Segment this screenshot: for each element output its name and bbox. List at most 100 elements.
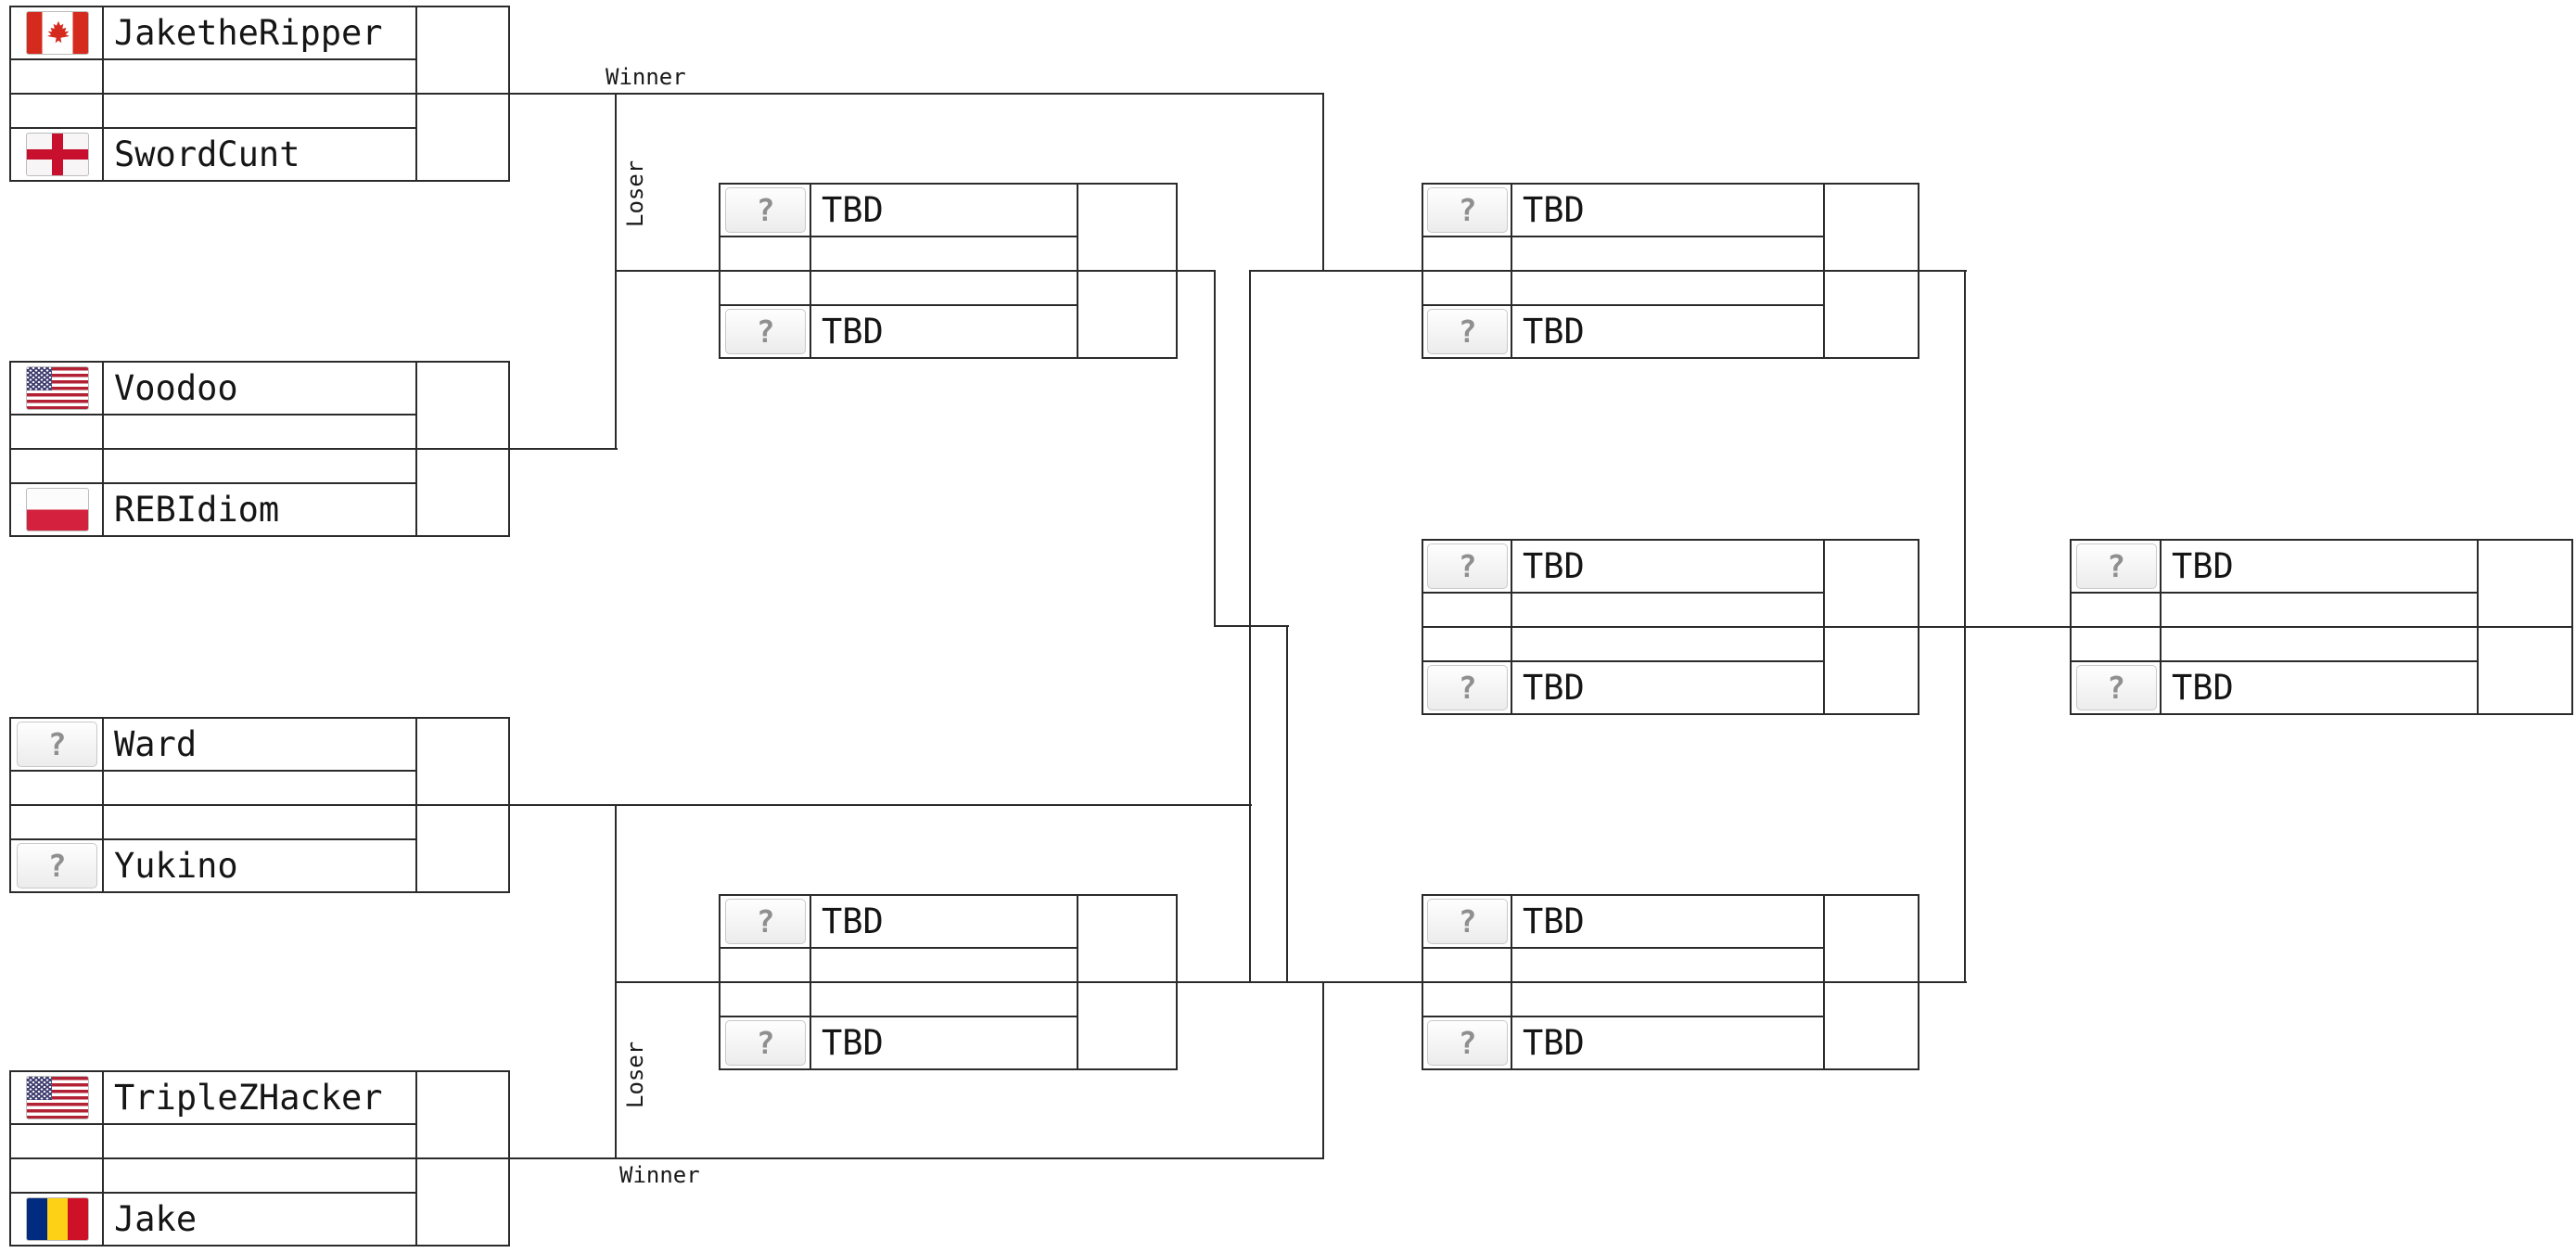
player-name: TBD bbox=[2172, 546, 2234, 586]
match-round1-match1[interactable]: JaketheRipper SwordCunt bbox=[9, 6, 510, 182]
player-name: Voodoo bbox=[114, 368, 238, 408]
question-mark-icon: ? bbox=[1458, 1025, 1477, 1061]
usa-flag-icon bbox=[25, 366, 89, 410]
question-mark-icon: ? bbox=[1458, 670, 1477, 706]
connector-winner-line-top bbox=[510, 93, 1323, 95]
usa-flag-icon bbox=[25, 1076, 89, 1119]
unknown-flag-icon: ? bbox=[725, 187, 806, 233]
player-slot: ? TBD bbox=[1423, 896, 1824, 947]
grid-line bbox=[1423, 660, 1824, 662]
player-name: TBD bbox=[1523, 546, 1585, 586]
loser-label-top: Loser bbox=[622, 160, 648, 227]
connector-jog-down bbox=[1286, 625, 1288, 983]
england-flag-icon bbox=[25, 133, 89, 176]
grid-line bbox=[2072, 660, 2478, 662]
player-slot: ? TBD bbox=[721, 306, 1078, 357]
match-losers-lower[interactable]: ? TBD ? TBD bbox=[719, 894, 1178, 1070]
grid-line bbox=[11, 770, 416, 772]
connector-losers-upper-in bbox=[616, 270, 719, 272]
unknown-flag-icon: ? bbox=[1427, 899, 1508, 944]
player-name: TBD bbox=[1523, 901, 1585, 941]
connector-loser-drop-top bbox=[615, 93, 617, 450]
question-mark-icon: ? bbox=[47, 848, 67, 884]
connector-semi-lower-out bbox=[1919, 981, 1967, 983]
player-slot: Jake bbox=[11, 1194, 416, 1245]
match-semi-lower[interactable]: ? TBD ? TBD bbox=[1422, 894, 1919, 1070]
grid-line bbox=[1423, 270, 1918, 272]
grid-line bbox=[11, 838, 416, 840]
match-round1-match2[interactable]: Voodoo REBIdiom bbox=[9, 361, 510, 537]
grid-line bbox=[721, 270, 1176, 272]
player-slot: Voodoo bbox=[11, 363, 416, 414]
question-mark-icon: ? bbox=[1458, 313, 1477, 350]
grid-line bbox=[721, 947, 1078, 949]
player-slot: ? TBD bbox=[2072, 662, 2478, 713]
connector-semi-upper-out bbox=[1919, 270, 1967, 272]
unknown-flag-icon: ? bbox=[17, 843, 97, 889]
connector-semis-merge bbox=[1964, 270, 1966, 983]
connector-loser-drop-bottom bbox=[615, 804, 617, 1159]
connector-winner-line-bottom bbox=[510, 1157, 1323, 1159]
question-mark-icon: ? bbox=[1458, 192, 1477, 228]
player-name: TBD bbox=[1523, 312, 1585, 352]
grid-line bbox=[2072, 626, 2571, 628]
player-slot: ? TBD bbox=[1423, 185, 1824, 236]
question-mark-icon: ? bbox=[756, 192, 775, 228]
player-name: Jake bbox=[114, 1199, 198, 1239]
unknown-flag-icon: ? bbox=[2075, 665, 2157, 710]
grid-line bbox=[721, 236, 1078, 237]
player-name: Ward bbox=[114, 724, 198, 764]
connector-center-jog bbox=[1215, 625, 1289, 627]
grid-line bbox=[11, 804, 508, 806]
question-mark-icon: ? bbox=[756, 903, 775, 940]
romania-flag-icon bbox=[25, 1197, 89, 1241]
winner-label-bottom: Winner bbox=[619, 1162, 700, 1188]
connector-center-long bbox=[1249, 270, 1251, 983]
connector-semi-upper-in bbox=[1250, 270, 1422, 272]
player-slot: ? TBD bbox=[721, 896, 1078, 947]
connector-winner-rise-bottom bbox=[1322, 981, 1324, 1159]
match-losers-upper[interactable]: ? TBD ? TBD bbox=[719, 183, 1178, 359]
grid-line bbox=[11, 1157, 508, 1159]
match-middle[interactable]: ? TBD ? TBD bbox=[1422, 539, 1919, 715]
player-slot: JaketheRipper bbox=[11, 7, 416, 58]
player-slot: ? TBD bbox=[1423, 662, 1824, 713]
loser-label-bottom: Loser bbox=[622, 1041, 648, 1108]
player-slot: ? TBD bbox=[2072, 541, 2478, 592]
player-name: TBD bbox=[822, 901, 884, 941]
player-name: TBD bbox=[822, 312, 884, 352]
match-round1-match3[interactable]: ? Ward ? Yukino bbox=[9, 717, 510, 893]
question-mark-icon: ? bbox=[2107, 670, 2125, 706]
grid-line bbox=[2072, 592, 2478, 594]
player-slot: ? Yukino bbox=[11, 840, 416, 891]
match-semi-upper[interactable]: ? TBD ? TBD bbox=[1422, 183, 1919, 359]
unknown-flag-icon: ? bbox=[725, 309, 806, 354]
grid-line bbox=[11, 448, 508, 450]
player-name: SwordCunt bbox=[114, 134, 300, 174]
grid-line bbox=[11, 58, 416, 60]
grid-line bbox=[1423, 947, 1824, 949]
player-name: TBD bbox=[1523, 668, 1585, 708]
grid-line bbox=[1423, 236, 1824, 237]
question-mark-icon: ? bbox=[47, 726, 67, 762]
unknown-flag-icon: ? bbox=[1427, 1020, 1508, 1066]
grid-line bbox=[11, 482, 416, 484]
grid-line bbox=[1423, 304, 1824, 306]
grid-line bbox=[1423, 626, 1918, 628]
question-mark-icon: ? bbox=[1458, 548, 1477, 584]
player-slot: ? TBD bbox=[1423, 306, 1824, 357]
match-round1-match4[interactable]: TripleZHacker Jake bbox=[9, 1070, 510, 1247]
unknown-flag-icon: ? bbox=[2075, 543, 2157, 589]
connector-winner-drop-top bbox=[1322, 93, 1324, 272]
player-name: Yukino bbox=[114, 846, 238, 886]
player-slot: SwordCunt bbox=[11, 129, 416, 180]
player-name: TBD bbox=[1523, 1023, 1585, 1063]
player-name: REBIdiom bbox=[114, 490, 280, 530]
grid-line bbox=[721, 981, 1176, 983]
match-final[interactable]: ? TBD ? TBD bbox=[2070, 539, 2573, 715]
player-name: TBD bbox=[822, 190, 884, 230]
canada-flag-icon bbox=[25, 11, 89, 55]
connector-losers-upper-down bbox=[1214, 270, 1216, 627]
connector-losers-lower-out bbox=[1178, 981, 1422, 983]
